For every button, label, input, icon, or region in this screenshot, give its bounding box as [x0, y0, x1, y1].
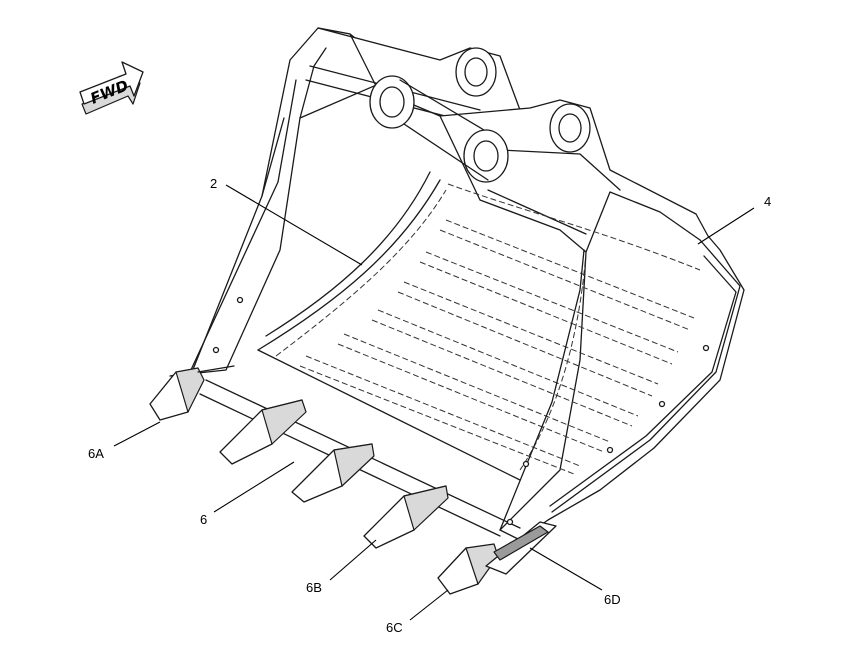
tooth-6c [437, 543, 499, 595]
tooth-6-3 [363, 485, 449, 549]
callout-4: 4 [764, 194, 771, 209]
side-cutter-6d [485, 521, 557, 575]
tooth-6-2 [291, 443, 375, 503]
bucket-body [169, 27, 745, 541]
left-side-plate [169, 27, 389, 377]
fwd-arrow-icon: FWD [79, 61, 144, 115]
callout-labels: 2 4 6A 6 6B 6C 6D [88, 176, 771, 635]
callout-6c: 6C [386, 620, 403, 635]
callout-6a: 6A [88, 446, 104, 461]
pin-bosses [369, 47, 591, 183]
tooth-6a [149, 365, 235, 421]
callout-2: 2 [210, 176, 217, 191]
callout-6: 6 [200, 512, 207, 527]
leader-lines [113, 184, 755, 621]
callout-6b: 6B [306, 580, 322, 595]
callout-6d: 6D [604, 592, 621, 607]
bucket-teeth [149, 365, 557, 595]
shell-floor [257, 179, 441, 351]
tooth-6-1 [219, 399, 307, 465]
